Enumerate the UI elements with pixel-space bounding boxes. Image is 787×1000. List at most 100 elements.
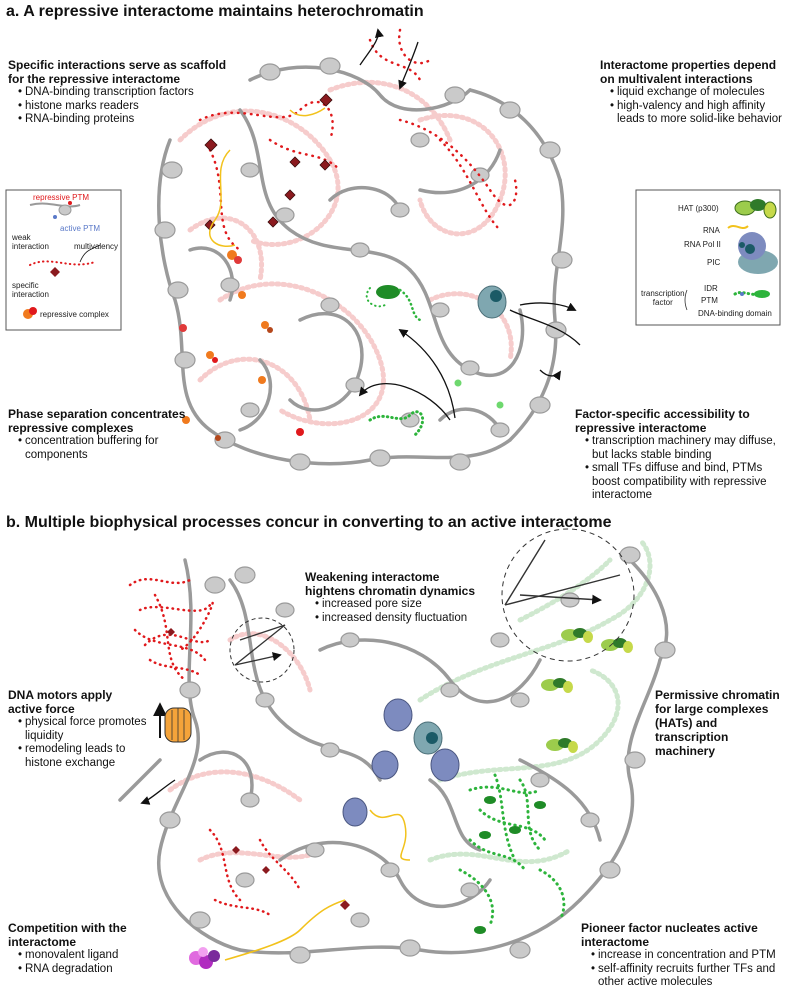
panel-a-title: a. A repressive interactome maintains he… (6, 3, 424, 20)
diffusion-arrow (539, 369, 562, 381)
repressive-complexes (204, 93, 333, 231)
hat-complexes (541, 628, 633, 753)
diffusion-arrow (398, 41, 419, 90)
permissive-heading-4: transcription (655, 730, 729, 744)
motors-heading-1: DNA motors apply (8, 688, 113, 702)
legend-active-ptm: active PTM (60, 224, 101, 233)
properties-heading-2: on multivalent interactions (600, 72, 753, 86)
panel-a-chromatin-cluster (154, 28, 581, 471)
weakening-bullet: increased density fluctuation (315, 612, 505, 626)
rna-pol-ii (490, 290, 502, 302)
legend-ptm: PTM (701, 296, 718, 305)
scaffold-heading-2: for the repressive interactome (8, 72, 181, 86)
properties-bullet: high-valency and high affinity leads to … (610, 100, 784, 127)
phase-heading-1: Phase separation concentrates (8, 407, 186, 421)
hat-p300-icon (734, 199, 777, 219)
motors-annotation: DNA motors apply active force physical f… (8, 688, 158, 770)
legend-hat: HAT (p300) (678, 204, 719, 213)
diffusion-arrow (359, 28, 384, 66)
motors-bullet: remodeling leads to histone exchange (18, 743, 158, 770)
legend-multivalency: multivalency (74, 242, 119, 251)
legend-rna: RNA (703, 226, 720, 235)
rna-legend-icon (727, 225, 749, 229)
repressive-ptm-cluster (128, 578, 214, 682)
diffusion-arrow (358, 383, 451, 421)
legend-right (635, 189, 781, 326)
faint-active-fibers (417, 537, 653, 865)
competitor-ligand (189, 947, 220, 969)
properties-bullet: liquid exchange of molecules (610, 86, 784, 100)
weakening-heading-1: Weakening interactome (305, 570, 440, 584)
diffusion-arrow (519, 302, 577, 311)
rna-strand-b (369, 809, 411, 861)
weakening-heading-2: hightens chromatin dynamics (305, 584, 476, 598)
pioneer-factor-network (458, 773, 566, 927)
weakening-annotation: Weakening interactome hightens chromatin… (305, 570, 505, 625)
legend-repressive-complex: repressive complex (40, 310, 109, 319)
active-tf-cluster (365, 285, 504, 437)
accessibility-heading-2: repressive interactome (575, 421, 707, 435)
weakening-bullet: increased pore size (315, 598, 505, 612)
scaffold-bullet: DNA-binding transcription factors (18, 86, 258, 100)
competition-heading-1: Competition with the (8, 921, 127, 935)
legend-rna-pol-ii: RNA Pol II (684, 240, 721, 249)
rna-strand (289, 107, 326, 117)
phase-separated-complexes (179, 250, 304, 441)
legend-pic: PIC (707, 258, 721, 267)
permissive-heading-5: machinery (655, 744, 716, 758)
repressive-ptm-chains-b (208, 828, 302, 917)
scaffold-heading-1: Specific interactions serve as scaffold (8, 58, 227, 72)
pioneer-heading-1: Pioneer factor nucleates active (581, 921, 758, 935)
faint-repressive-fibers-b (167, 631, 323, 863)
panel-b-chromatin-cluster (118, 528, 676, 969)
pioneer-bullet: self-affinity recruits further TFs and o… (591, 963, 785, 990)
legend-idr: IDR (704, 284, 718, 293)
properties-annotation: Interactome properties depend on multiva… (600, 58, 784, 127)
competition-bullet: RNA degradation (18, 963, 168, 977)
phase-annotation: Phase separation concentrates repressive… (8, 407, 208, 462)
legend-left (5, 189, 122, 331)
accessibility-heading-1: Factor-specific accessibility to (575, 407, 750, 421)
phase-bullet: concentration buffering for components (18, 435, 208, 462)
properties-heading-1: Interactome properties depend (600, 58, 777, 72)
permissive-annotation: Permissive chromatin for large complexes… (655, 688, 783, 758)
phase-heading-2: repressive complexes (8, 421, 134, 435)
rna-pol-ii-complexes (342, 698, 460, 827)
repressive-ptm-dot (68, 201, 72, 205)
legend-transcription-factor: transcription factor (641, 289, 685, 307)
accessibility-bullet: transcription machinery may diffuse, but… (585, 435, 783, 462)
repressive-complexes-b (167, 628, 350, 910)
competition-heading-2: interactome (8, 935, 77, 949)
pore-circle-large (501, 528, 635, 662)
rna-strand (208, 149, 236, 247)
motors-heading-2: active force (8, 702, 75, 716)
pic-complex (477, 285, 507, 319)
legend-weak-interaction: weak interaction (12, 233, 49, 251)
diffusion-arrow-b (140, 779, 176, 805)
legend-dna-binding-domain: DNA-binding domain (698, 309, 772, 318)
active-ptm-dot (53, 215, 57, 219)
panel-b-title: b. Multiple biophysical processes concur… (6, 514, 612, 531)
competition-annotation: Competition with the interactome monoval… (8, 921, 168, 976)
scaffold-bullet: RNA-binding proteins (18, 113, 258, 127)
pioneer-bullet: increase in concentration and PTM (591, 949, 785, 963)
diffusion-arrow (398, 328, 456, 419)
pioneer-annotation: Pioneer factor nucleates active interact… (581, 921, 785, 990)
pioneer-heading-2: interactome (581, 935, 650, 949)
permissive-heading-1: Permissive chromatin (655, 688, 780, 702)
permissive-heading-2: for large complexes (655, 702, 769, 716)
pore-circle (229, 617, 295, 683)
legend-specific-interaction: specific interaction (12, 281, 49, 299)
permissive-heading-3: (HATs) and (655, 716, 718, 730)
diffusion-arrow (509, 309, 581, 346)
pol-core-b (426, 732, 438, 744)
accessibility-bullet: small TFs diffuse and bind, PTMs boost c… (585, 462, 783, 503)
legend-repressive-ptm: repressive PTM (33, 193, 90, 202)
rna-strand-b (224, 899, 346, 961)
scaffold-bullet: histone marks readers (18, 100, 258, 114)
accessibility-annotation: Factor-specific accessibility to repress… (575, 407, 783, 503)
scaffold-annotation: Specific interactions serve as scaffold … (8, 58, 258, 127)
dna-motor (153, 702, 192, 743)
nucleosomes (154, 57, 573, 471)
